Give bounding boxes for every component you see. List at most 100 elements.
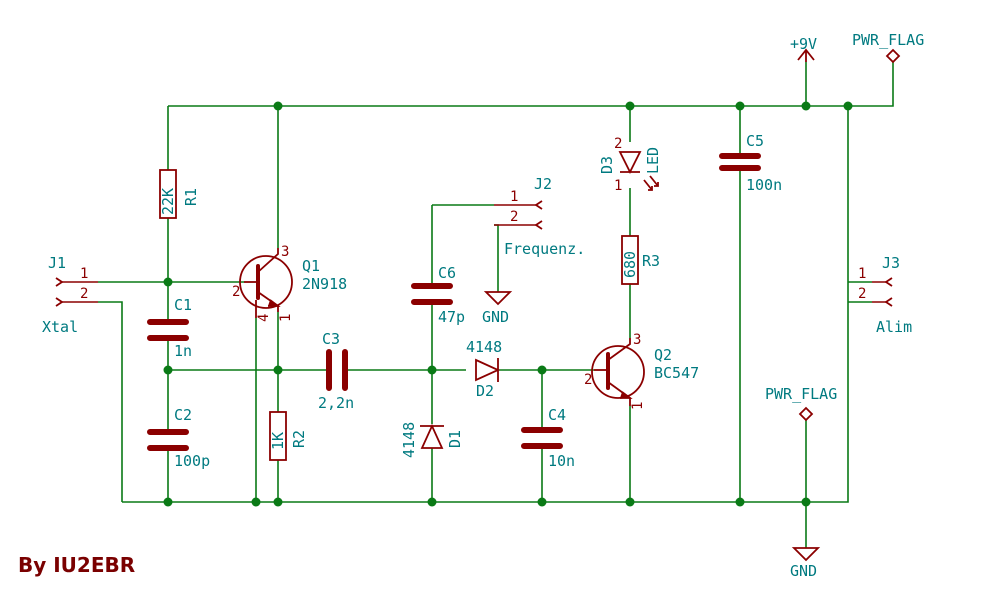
- capacitor-c3: C3 2,2n: [318, 330, 354, 412]
- pin-number: 1: [510, 189, 518, 205]
- wires: [98, 62, 894, 548]
- junction: [537, 365, 547, 375]
- capacitor-c1: C1 1n: [147, 296, 192, 360]
- r1-ref: R1: [182, 188, 200, 206]
- j1-ref: J1: [48, 254, 66, 272]
- r1-value: 22K: [159, 188, 177, 215]
- pin-number: 2: [510, 209, 518, 225]
- pin-number: 3: [633, 332, 641, 348]
- d1-ref: D1: [446, 430, 464, 448]
- capacitor-c5: C5 100n: [719, 132, 782, 194]
- r2-ref: R2: [290, 430, 308, 448]
- pin-number: 1: [630, 402, 646, 410]
- q2-ref: Q2: [654, 346, 672, 364]
- wire-j3: [848, 281, 872, 303]
- q1-ref: Q1: [302, 257, 320, 275]
- d2-ref: D2: [476, 382, 494, 400]
- pwr-flag-label: PWR_FLAG: [852, 31, 924, 49]
- junction: [163, 365, 173, 375]
- c5-value: 100n: [746, 176, 782, 194]
- pin-number: 1: [858, 266, 866, 282]
- junction: [163, 277, 173, 287]
- junctions: [163, 101, 853, 507]
- d2-value: 4148: [466, 338, 502, 356]
- r3-value: 680: [621, 251, 639, 278]
- c5-ref: C5: [746, 132, 764, 150]
- transistor-q2: 2 3 1 Q2 BC547: [584, 332, 699, 410]
- pwr-flag-label: PWR_FLAG: [765, 385, 837, 403]
- gnd-symbol-j2: GND: [482, 291, 513, 326]
- junction: [801, 497, 811, 507]
- q2-value: BC547: [654, 364, 699, 382]
- c6-ref: C6: [438, 264, 456, 282]
- d3-ref: D3: [598, 156, 616, 174]
- pin-number: 2: [232, 284, 240, 300]
- junction: [735, 101, 745, 111]
- j2-ref: J2: [534, 175, 552, 193]
- junction: [273, 365, 283, 375]
- j1-value: Xtal: [42, 318, 78, 336]
- junction: [251, 497, 261, 507]
- junction: [427, 497, 437, 507]
- junction: [163, 497, 173, 507]
- connector-j3: 1 2 J3 Alim: [858, 254, 912, 336]
- pin-number: 2: [80, 286, 88, 302]
- transistor-q1: 2 3 1 4 Q1 2N918: [232, 244, 347, 322]
- junction: [801, 101, 811, 111]
- author-credit: By IU2EBR: [18, 553, 136, 577]
- q1-value: 2N918: [302, 275, 347, 293]
- j3-ref: J3: [882, 254, 900, 272]
- junction: [427, 365, 437, 375]
- junction: [625, 497, 635, 507]
- r3-ref: R3: [642, 252, 660, 270]
- d3-value: LED: [644, 147, 662, 174]
- c6-value: 47p: [438, 308, 465, 326]
- wire-j1-pin2: [98, 301, 123, 502]
- pin-number: 1: [80, 266, 88, 282]
- connector-j1: 1 2 J1 Xtal: [42, 254, 98, 336]
- vcc-label: +9V: [790, 35, 817, 53]
- pin-number: 2: [614, 136, 622, 152]
- d1-value: 4148: [400, 422, 418, 458]
- diode-d1: 4148 D1: [400, 422, 464, 458]
- c3-ref: C3: [322, 330, 340, 348]
- c4-ref: C4: [548, 406, 566, 424]
- vcc-symbol: +9V: [790, 35, 817, 62]
- pwr-flag-top: PWR_FLAG: [852, 31, 924, 64]
- wire-j2-gnd: [494, 224, 499, 292]
- gnd-symbol: GND: [790, 547, 821, 580]
- capacitor-c4: C4 10n: [521, 406, 575, 470]
- wire-c6-d1: [431, 204, 494, 502]
- c2-value: 100p: [174, 452, 210, 470]
- resistor-r2: 1K R2: [269, 411, 308, 461]
- j3-value: Alim: [876, 318, 912, 336]
- c1-value: 1n: [174, 342, 192, 360]
- gnd-label: GND: [790, 562, 817, 580]
- capacitor-c6: C6 47p: [411, 264, 465, 326]
- gnd-label: GND: [482, 308, 509, 326]
- junction: [625, 101, 635, 111]
- resistor-r1: 22K R1: [159, 169, 200, 219]
- resistor-r3: 680 R3: [621, 235, 660, 285]
- pin-number: 2: [858, 286, 866, 302]
- pwr-flag-bottom: PWR_FLAG: [765, 385, 837, 422]
- c4-value: 10n: [548, 452, 575, 470]
- junction: [843, 101, 853, 111]
- pin-number: 1: [278, 314, 294, 322]
- capacitor-c2: C2 100p: [147, 406, 210, 470]
- connector-j2: 1 2 J2 Frequenz.: [494, 175, 585, 258]
- pin-number: 2: [584, 372, 592, 388]
- c1-ref: C1: [174, 296, 192, 314]
- junction: [735, 497, 745, 507]
- r2-value: 1K: [269, 432, 287, 450]
- j2-value: Frequenz.: [504, 240, 585, 258]
- junction: [537, 497, 547, 507]
- pin-number: 4: [256, 314, 272, 322]
- wire-gnd-rail: [122, 106, 849, 503]
- pin-number: 1: [614, 178, 622, 194]
- wire-vcc-rail: [168, 62, 894, 107]
- pin-number: 3: [281, 244, 289, 260]
- c3-value: 2,2n: [318, 394, 354, 412]
- diode-d2: 4148 D2: [466, 338, 502, 400]
